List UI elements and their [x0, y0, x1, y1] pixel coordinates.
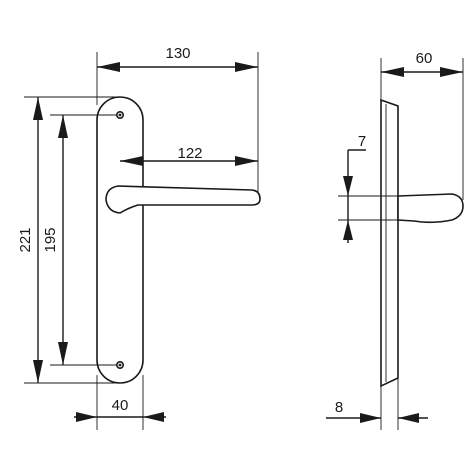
- arrowhead: [58, 115, 68, 138]
- arrowhead: [120, 156, 143, 166]
- dim-plate-height: 221: [17, 96, 120, 384]
- dim-overall-length: 130: [96, 45, 259, 192]
- lever-handle-side: [397, 193, 464, 224]
- front-view: [96, 96, 261, 384]
- dim-lever-thickness: 7: [338, 133, 398, 243]
- arrowhead: [398, 413, 419, 423]
- arrowhead: [33, 97, 43, 120]
- dim-hole-spacing: 195: [42, 114, 117, 366]
- screw-hole-top-center: [118, 113, 122, 117]
- arrowhead: [58, 342, 68, 365]
- arrowhead: [143, 412, 164, 422]
- arrowhead: [235, 62, 258, 72]
- arrowhead: [33, 360, 43, 383]
- arrowhead: [440, 67, 463, 77]
- dimension-label-195: 195: [42, 227, 59, 252]
- arrowhead: [76, 412, 97, 422]
- arrowhead: [360, 413, 381, 423]
- dim-plate-width: 40: [74, 375, 166, 430]
- screw-hole-bottom-center: [118, 363, 122, 367]
- dimension-label-60: 60: [416, 50, 433, 67]
- dimension-label-221: 221: [17, 227, 34, 252]
- arrowhead: [235, 156, 258, 166]
- arrowhead: [343, 176, 353, 196]
- dimension-label-7: 7: [358, 133, 366, 150]
- dim-handle-projection: 122: [120, 145, 258, 166]
- dimension-label-122: 122: [177, 145, 202, 162]
- dimension-label-40: 40: [112, 397, 129, 414]
- dim-plate-thickness: 8: [326, 378, 428, 430]
- backplate-side: [380, 98, 399, 388]
- dimension-label-130: 130: [165, 45, 190, 62]
- dim-side-depth: 60: [380, 50, 464, 200]
- arrowhead: [381, 67, 404, 77]
- dimension-label-8: 8: [335, 399, 343, 416]
- arrowhead: [343, 220, 353, 240]
- backplate-front: [96, 96, 144, 384]
- arrowhead: [97, 62, 120, 72]
- side-view: [380, 98, 464, 388]
- lever-handle-front: [105, 185, 261, 214]
